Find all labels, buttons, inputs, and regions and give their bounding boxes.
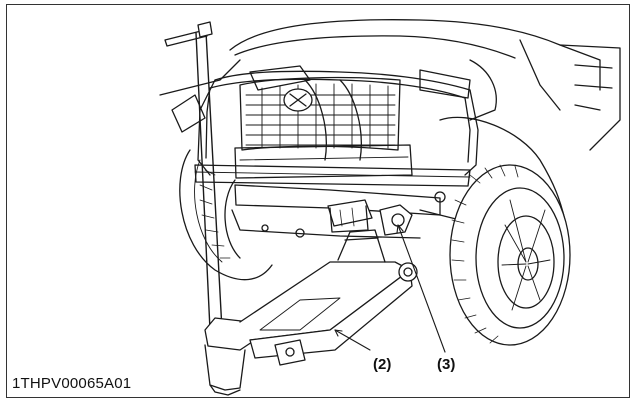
left-tire	[179, 149, 273, 281]
leader-line-3	[397, 224, 446, 353]
vehicle-body	[159, 19, 621, 221]
leader-lines	[334, 224, 446, 353]
brush-guard	[171, 70, 479, 187]
figure-id: 1THPV00065A01	[12, 375, 132, 392]
leader-line-2	[334, 329, 371, 351]
floor-jack	[204, 199, 418, 396]
front-grille	[234, 76, 413, 179]
right-tire	[449, 164, 571, 346]
jack-handle	[164, 21, 223, 331]
callout-2: (2)	[373, 356, 392, 373]
callout-3: (3)	[437, 356, 456, 373]
kubota-emblem	[283, 88, 313, 112]
